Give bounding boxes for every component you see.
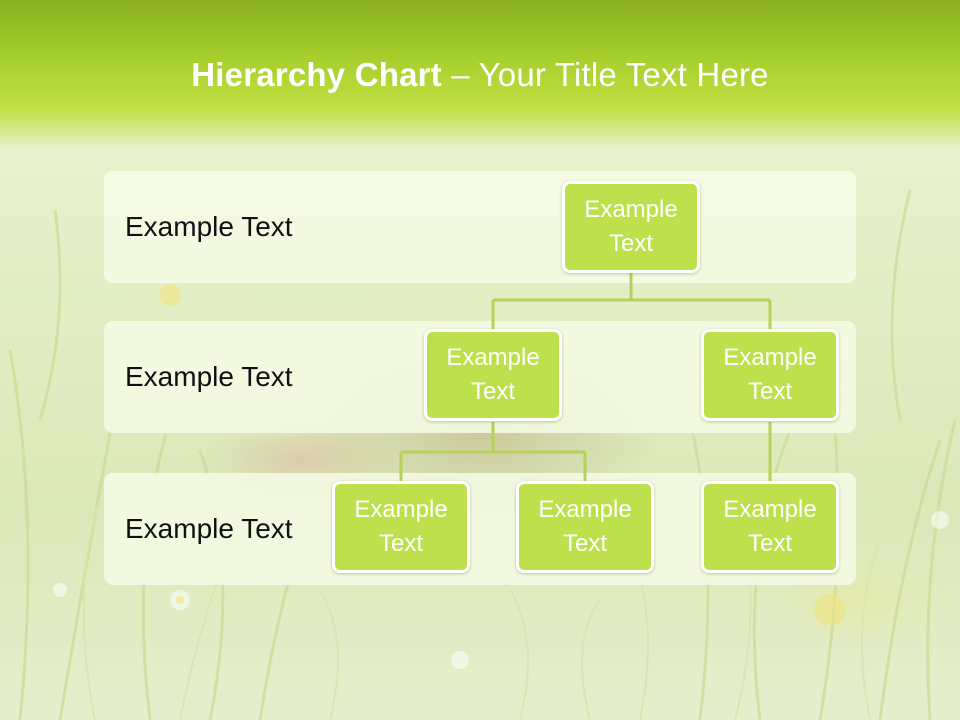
level-label-2: Example Text (125, 361, 293, 392)
title-bar (0, 0, 960, 150)
node-level3-left-2[interactable]: Example Text (516, 481, 654, 573)
level-band-1: Example Text (104, 171, 856, 283)
node-level2-left[interactable]: Example Text (424, 329, 562, 421)
node-root[interactable]: Example Text (562, 181, 700, 273)
level-label-3: Example Text (125, 513, 293, 544)
node-level3-right[interactable]: Example Text (701, 481, 839, 573)
title-separator: – (441, 56, 479, 93)
slide-title: Hierarchy Chart – Your Title Text Here (0, 56, 960, 94)
level-label-1: Example Text (125, 211, 293, 242)
node-level3-left-1[interactable]: Example Text (332, 481, 470, 573)
title-rest-part: Your Title Text Here (478, 56, 769, 93)
title-bold-part: Hierarchy Chart (191, 56, 442, 93)
node-level2-right[interactable]: Example Text (701, 329, 839, 421)
